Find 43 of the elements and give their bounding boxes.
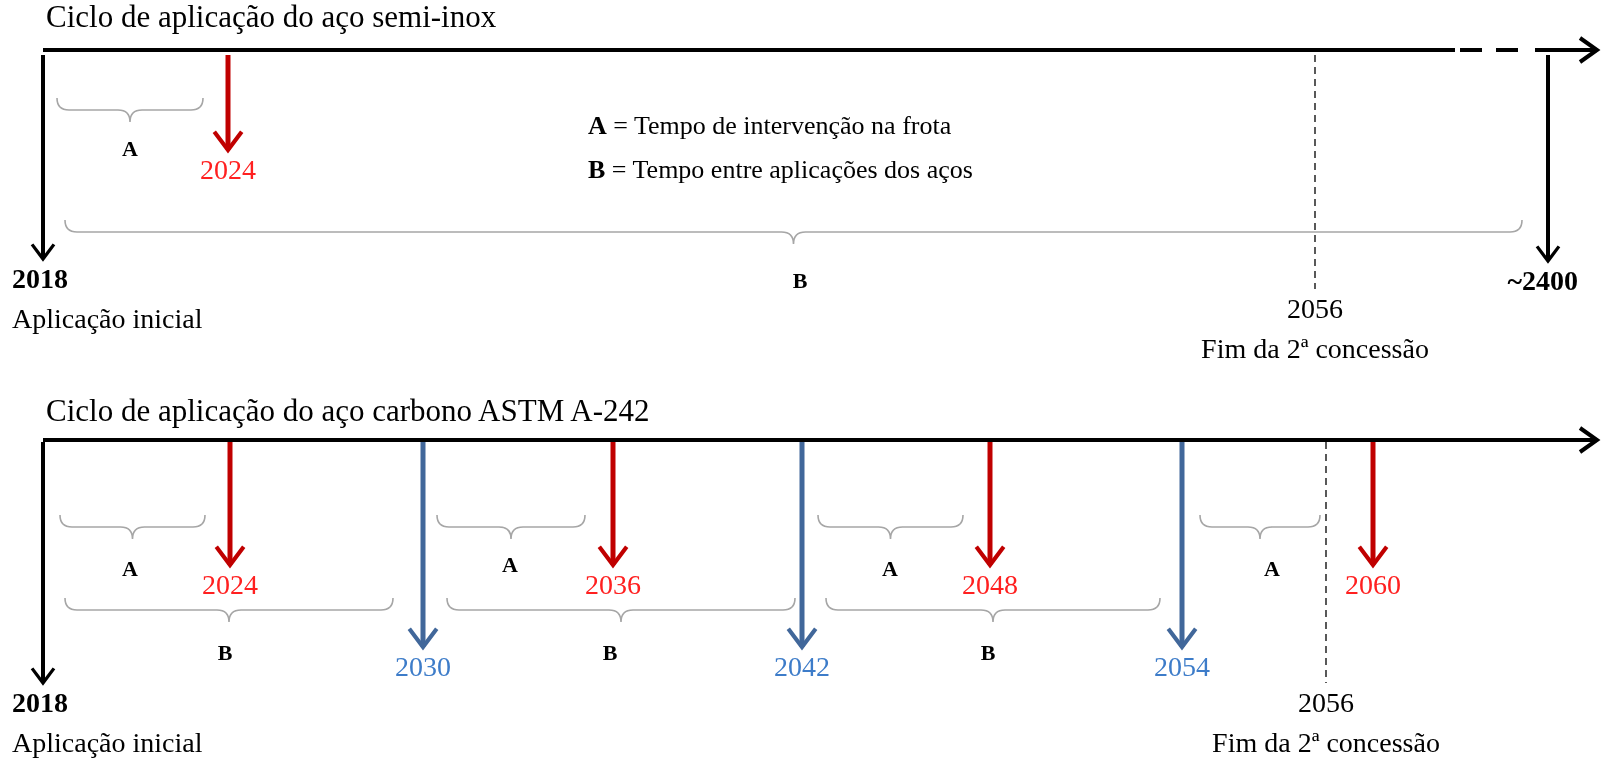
year-label: 2056	[1287, 292, 1343, 326]
interval-label: A	[502, 552, 518, 578]
interval-label: B	[792, 268, 808, 294]
legend-text: A = Tempo de intervenção na frota	[588, 110, 952, 142]
interval-label: B	[980, 640, 996, 666]
year-label: 2018	[12, 686, 68, 720]
arrow	[1357, 442, 1389, 568]
interval-label: B	[217, 640, 233, 666]
legend-text: B = Tempo entre aplicações dos aços	[588, 154, 973, 186]
year-label: 2048	[962, 568, 1018, 602]
year-label: 2042	[774, 650, 830, 684]
arrow	[1535, 55, 1561, 263]
arrow	[1166, 442, 1198, 650]
interval-label: B	[602, 640, 618, 666]
year-label: 2030	[395, 650, 451, 684]
event-caption: Aplicação inicial	[12, 302, 203, 336]
arrow	[597, 442, 629, 568]
event-caption: Fim da 2ª concessão	[1201, 332, 1429, 366]
arrow	[30, 442, 56, 685]
year-label: 2054	[1154, 650, 1210, 684]
interval-label: A	[122, 556, 138, 582]
year-label: ~2400	[1507, 264, 1578, 298]
arrow	[30, 55, 56, 261]
year-label: 2036	[585, 568, 641, 602]
year-label: 2024	[202, 568, 258, 602]
arrow	[786, 442, 818, 650]
arrow	[214, 442, 246, 568]
event-caption: Fim da 2ª concessão	[1212, 726, 1440, 760]
arrow	[407, 442, 439, 650]
event-caption: Aplicação inicial	[12, 726, 203, 760]
dashed-line	[1325, 441, 1327, 684]
interval-label: A	[1264, 556, 1280, 582]
year-label: 2060	[1345, 568, 1401, 602]
year-label: 2056	[1298, 686, 1354, 720]
section-title: Ciclo de aplicação do aço semi-inox	[46, 1, 497, 33]
interval-label: A	[882, 556, 898, 582]
arrow	[212, 55, 244, 153]
section-title: Ciclo de aplicação do aço carbono ASTM A-242	[46, 395, 650, 427]
arrow	[974, 442, 1006, 568]
year-label: 2024	[200, 153, 256, 187]
year-label: 2018	[12, 262, 68, 296]
dashed-line	[1314, 54, 1316, 290]
interval-label: A	[122, 136, 138, 162]
